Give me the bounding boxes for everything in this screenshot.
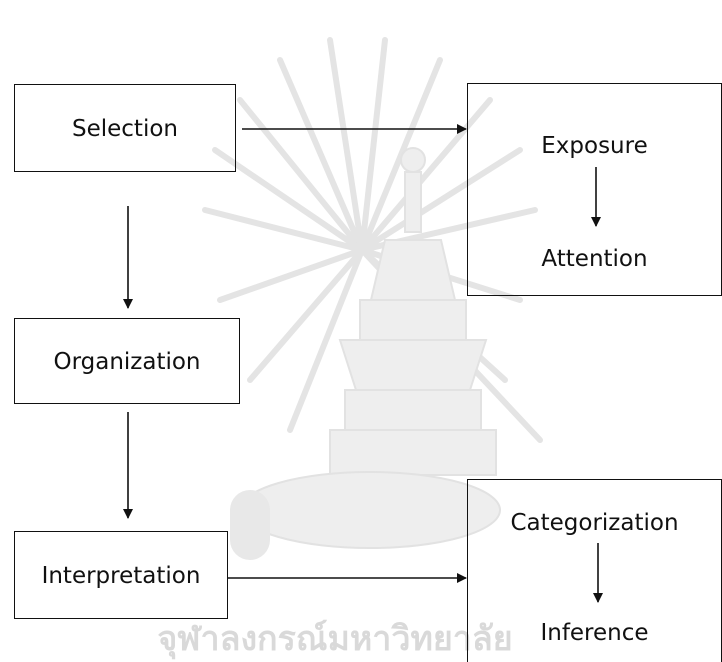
interpretation-box: Interpretation [14,531,228,619]
selection-box: Selection [14,84,236,172]
interpretation-label: Interpretation [41,563,201,589]
categorization-label: Categorization [510,510,679,536]
selection-label: Selection [72,116,178,142]
exposure-label: Exposure [541,133,648,159]
inference-label: Inference [540,620,649,646]
organization-box: Organization [14,318,240,404]
attention-label: Attention [541,246,648,272]
organization-label: Organization [53,349,201,375]
categorization-inference-box: Categorization Inference [467,479,722,662]
watermark-thai-text: จุฬาลงกรณ์มหาวิทยาลัย [157,619,512,660]
exposure-attention-box: Exposure Attention [467,83,722,296]
